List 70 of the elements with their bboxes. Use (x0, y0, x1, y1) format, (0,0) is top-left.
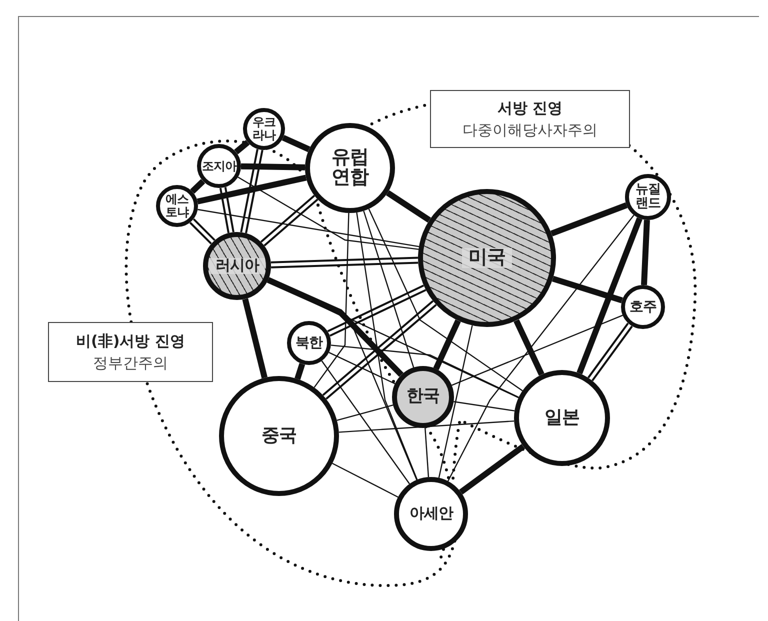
connector-line (587, 322, 634, 382)
connector-line (282, 134, 310, 152)
country-circle (243, 108, 285, 150)
country-circle (305, 123, 395, 213)
country-name: 뉴질랜드 (634, 183, 662, 211)
connector-line (260, 194, 319, 247)
connector-line (326, 284, 427, 337)
camp-subtitle: 다중이해당사자주의 (462, 120, 598, 140)
country-name: 중국 (260, 426, 298, 446)
country-name: 미국 (462, 248, 512, 268)
connector-line (336, 404, 394, 421)
country-circle (394, 477, 468, 551)
connector-line (356, 212, 418, 480)
country-circle (197, 144, 241, 188)
label-box (430, 90, 630, 148)
connector-line (321, 360, 410, 484)
connector-line (454, 401, 515, 412)
country-circle (621, 285, 665, 329)
connector-line (266, 277, 404, 377)
connector-line (198, 208, 420, 248)
connector-line (433, 319, 461, 370)
country-name: 호주 (628, 300, 658, 314)
country-circle (392, 366, 454, 428)
connector-line (238, 176, 419, 250)
country-name: 조지아 (201, 160, 237, 172)
country-name: 러시아 (209, 258, 265, 274)
connector-line (576, 217, 642, 374)
connector-line (386, 190, 431, 223)
connector-line (234, 140, 250, 154)
country-name: 아세안 (408, 506, 454, 522)
country-name: 유럽 연합 (330, 148, 370, 188)
connector-line (641, 220, 650, 286)
connector-line (550, 202, 628, 236)
connector-line (368, 208, 523, 392)
country-name: 에스토냐 (164, 193, 190, 219)
connector-line (363, 210, 414, 368)
country-circle (514, 370, 610, 466)
connector-line (552, 276, 623, 304)
country-circle (203, 232, 271, 300)
connector-line (459, 444, 526, 495)
connector-line (270, 256, 420, 268)
country-circle (625, 174, 671, 220)
connector-line (219, 186, 234, 234)
country-circle (156, 185, 198, 227)
connector-line (189, 218, 216, 245)
connector-line (196, 174, 307, 204)
connector-line (338, 420, 514, 433)
country-name: 한국 (406, 388, 440, 406)
country-name: 우크라나 (252, 116, 277, 142)
camp-title: 비(非)서방 진영 (76, 332, 185, 350)
country-name: 북한 (294, 336, 324, 350)
connector-line (242, 298, 268, 378)
country-circle (287, 321, 331, 365)
label-box (48, 322, 213, 382)
connector-line (294, 363, 306, 380)
camp-title: 서방 진영 (497, 98, 563, 118)
camp-subtitle: 정부간주의 (93, 354, 168, 372)
connector-line (330, 344, 519, 398)
country-name: 일본 (544, 408, 580, 428)
connector-line (451, 314, 623, 386)
connector-line (424, 428, 430, 478)
connector-line (314, 212, 350, 388)
connector-line (328, 352, 396, 384)
connector-line (438, 325, 473, 478)
connector-line (240, 163, 306, 170)
connector-line (240, 148, 264, 234)
connector-line (190, 179, 206, 194)
connector-line (322, 300, 438, 400)
connector-line (447, 214, 634, 482)
connector-line (332, 462, 398, 498)
